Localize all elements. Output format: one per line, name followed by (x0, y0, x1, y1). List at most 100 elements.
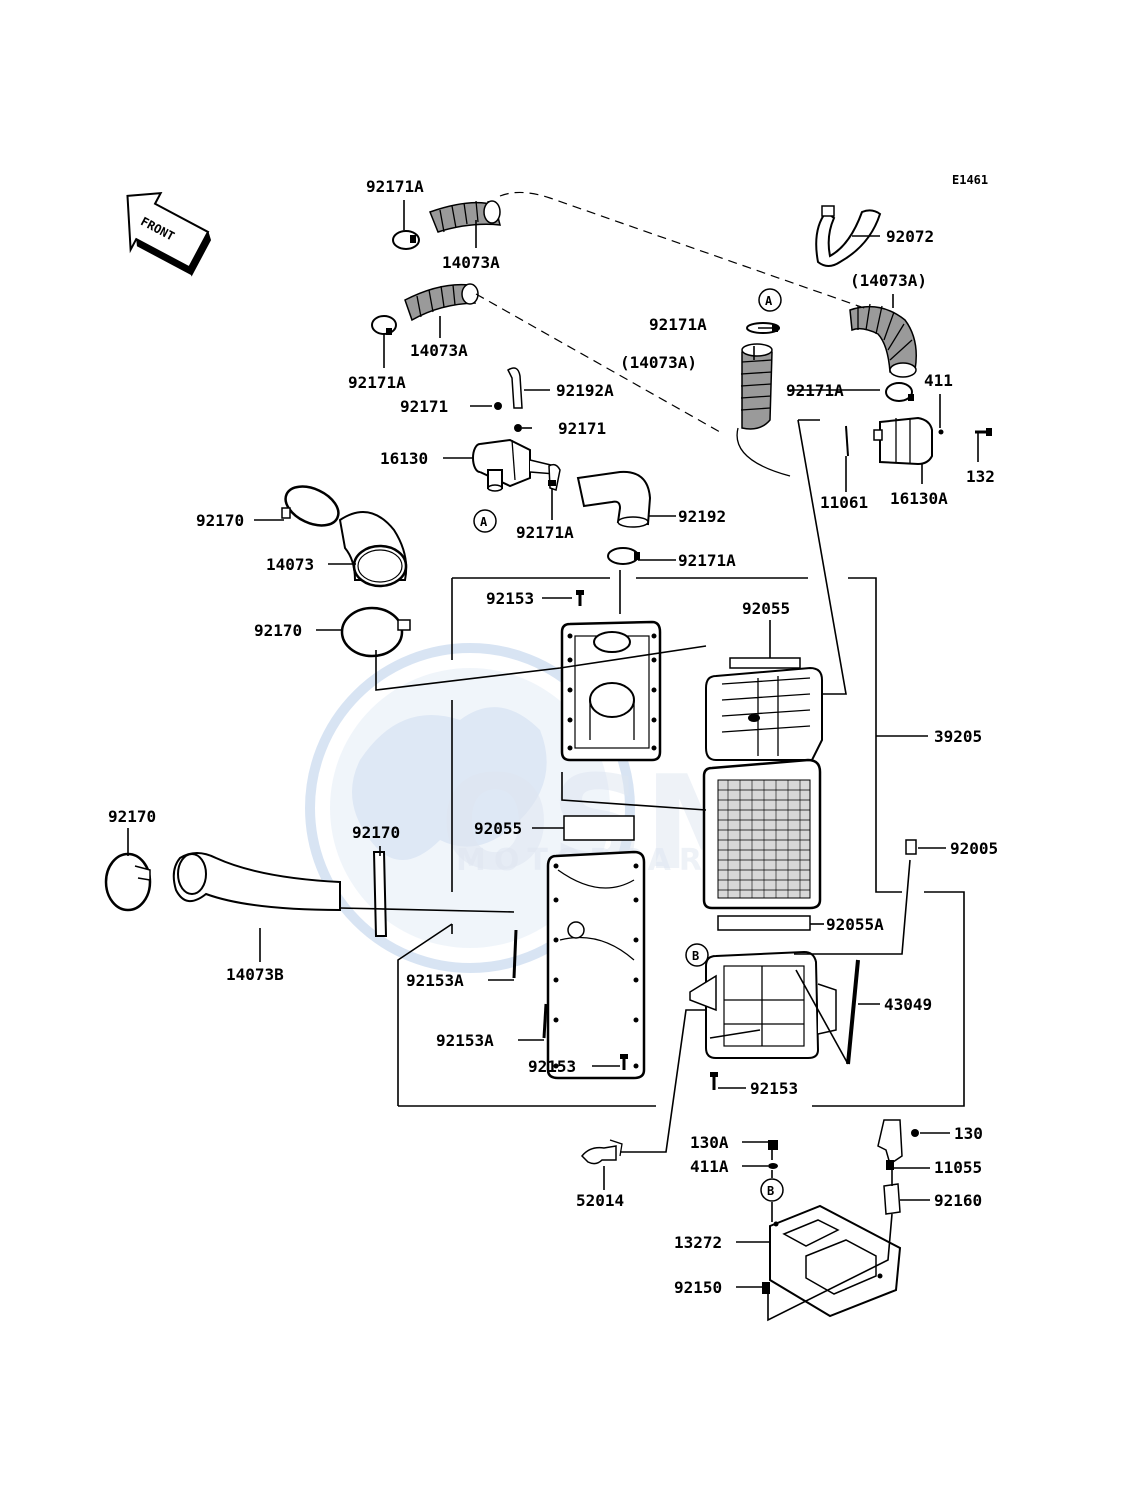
label-92150: 92150 (674, 1278, 722, 1297)
label-411: 411 (924, 371, 953, 390)
label-14073A-paren: (14073A) (850, 271, 927, 290)
clamp-92171A-2 (371, 315, 397, 335)
bolt-92153A-b (542, 1003, 548, 1039)
label-92170: 92170 (352, 823, 400, 842)
label-16130: 16130 (380, 449, 428, 468)
clamp-92170-mid (372, 851, 388, 937)
hose-92192A (507, 367, 523, 409)
bolt-92153A-a (512, 929, 518, 979)
dashed-connections (475, 191, 871, 433)
svg-text:A: A (480, 515, 488, 529)
hose-14073A-middle (736, 343, 791, 477)
gasket-92055-upper (729, 657, 801, 669)
label-130A: 130A (690, 1133, 729, 1152)
hose-14073A-lower (404, 283, 479, 322)
clamp-92170-lower (340, 606, 411, 658)
assembly-bracket (397, 577, 965, 1107)
hose-92192 (576, 470, 652, 528)
label-92072: 92072 (886, 227, 934, 246)
bolt-92153-a (576, 590, 584, 606)
label-52014: 52014 (576, 1191, 624, 1210)
label-92171A: 92171A (786, 381, 844, 400)
clip-92171-a (494, 402, 502, 410)
label-92171: 92171 (400, 397, 448, 416)
gasket-92055A (717, 915, 811, 931)
plug-92005 (905, 839, 917, 855)
core-intercooler (702, 758, 822, 910)
label-14073B: 14073B (226, 965, 284, 984)
hose-14073A-right (849, 303, 917, 378)
label-92055: 92055 (742, 599, 790, 618)
label-92055: 92055 (474, 819, 522, 838)
bracket-11055 (877, 1119, 903, 1170)
cover-upper (560, 620, 662, 762)
label-13272: 13272 (674, 1233, 722, 1252)
callout-labels: 92171A 14073A 92072 (14073A) 14073A 9217… (108, 177, 998, 1297)
label-92160: 92160 (934, 1191, 982, 1210)
svg-text:A: A (765, 294, 773, 308)
label-132: 132 (966, 467, 995, 486)
diagram-code: E1461 (952, 173, 988, 187)
label-11061: 11061 (820, 493, 868, 512)
cover-lower (546, 850, 646, 1080)
plate-13272 (769, 1204, 902, 1318)
label-14073A: 14073A (442, 253, 500, 272)
duct-14073B (172, 852, 341, 912)
damper-92160 (883, 1183, 901, 1215)
bolt-130 (911, 1129, 919, 1137)
clamp-92171A-3 (885, 382, 914, 402)
bolt-92153-b (620, 1054, 628, 1070)
clip-92072 (815, 205, 882, 267)
label-92153A: 92153A (406, 971, 464, 990)
marker-A-bottom: A (473, 509, 497, 533)
label-92055A: 92055A (826, 915, 884, 934)
washer-411A (768, 1163, 778, 1169)
label-92153: 92153 (486, 589, 534, 608)
marker-B-left: B (685, 943, 709, 967)
label-92170: 92170 (196, 511, 244, 530)
label-92171A: 92171A (366, 177, 424, 196)
label-92171: 92171 (558, 419, 606, 438)
label-411A: 411A (690, 1157, 729, 1176)
label-92153: 92153 (750, 1079, 798, 1098)
washer-411 (938, 429, 944, 435)
label-14073A-paren: (14073A) (620, 353, 697, 372)
clamp-92170-upper (281, 485, 340, 527)
label-130: 130 (954, 1124, 983, 1143)
label-14073A: 14073A (410, 341, 468, 360)
label-92170: 92170 (254, 621, 302, 640)
housing-lower (689, 950, 837, 1059)
bolt-132 (975, 428, 992, 436)
label-39205: 39205 (934, 727, 982, 746)
bolt-92153-c (710, 1072, 718, 1090)
label-92171A: 92171A (348, 373, 406, 392)
label-92153: 92153 (528, 1057, 576, 1076)
clamp-92171A-5 (607, 547, 640, 565)
svg-text:B: B (767, 1184, 774, 1198)
label-92171A: 92171A (516, 523, 574, 542)
rod-43049 (846, 959, 860, 1065)
label-92005: 92005 (950, 839, 998, 858)
label-92171A: 92171A (649, 315, 707, 334)
label-43049: 43049 (884, 995, 932, 1014)
label-16130A: 16130A (890, 489, 948, 508)
marker-B-bottom: B (760, 1178, 784, 1202)
label-92170: 92170 (108, 807, 156, 826)
sensor-16130A (873, 416, 933, 466)
clamp-92171A-1 (392, 230, 420, 250)
clip-92171-b (514, 424, 522, 432)
clamp-92170-left (104, 852, 152, 912)
leader-lines (127, 200, 979, 1322)
valve-16130 (472, 438, 556, 492)
label-14073: 14073 (266, 555, 314, 574)
bolt-130A (768, 1140, 778, 1150)
fitting-52014 (580, 1139, 623, 1165)
front-arrow-icon: FRONT (126, 192, 212, 277)
housing-upper (705, 666, 823, 761)
gasket-11061 (845, 425, 849, 457)
bolt-92150 (762, 1282, 770, 1294)
gasket-92055-mid (563, 815, 635, 841)
marker-A-top: A (758, 288, 782, 312)
label-11055: 11055 (934, 1158, 982, 1177)
